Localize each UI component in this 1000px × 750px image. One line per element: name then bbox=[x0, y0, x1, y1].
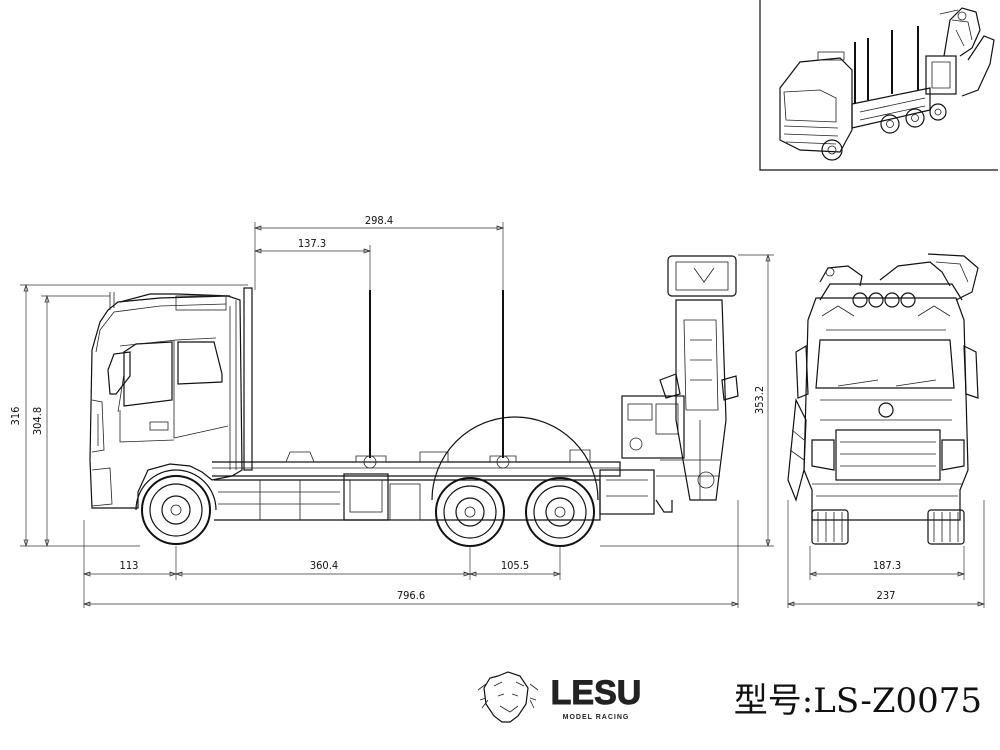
brand-logo-text: LESU bbox=[551, 674, 642, 712]
brand-logo-subtext: MODEL RACING bbox=[563, 714, 630, 721]
front-view-truck bbox=[787, 253, 979, 545]
side-view-truck bbox=[89, 255, 739, 547]
dim-height-crane: 353.2 bbox=[753, 386, 766, 414]
dim-front-overhang: 113 bbox=[120, 559, 139, 572]
dim-pole-span: 298.4 bbox=[365, 214, 393, 227]
dim-height-total: 316 bbox=[9, 407, 22, 426]
brand-block: LESU MODEL RACING 型号:LS-Z0075 bbox=[477, 671, 982, 723]
model-label: 型号:LS-Z0075 bbox=[734, 681, 982, 721]
dim-pole-to-pole: 137.3 bbox=[298, 237, 326, 250]
dim-height-cab: 304.8 bbox=[31, 407, 44, 435]
dim-length-total: 796.6 bbox=[397, 589, 425, 602]
lion-logo bbox=[477, 671, 539, 723]
perspective-inset bbox=[759, 0, 998, 171]
dim-axle-spacing: 105.5 bbox=[501, 559, 529, 572]
inset-frame bbox=[759, 0, 998, 171]
dim-wheelbase: 360.4 bbox=[310, 559, 338, 572]
dimension-lines bbox=[20, 222, 986, 608]
dim-width-total: 237 bbox=[877, 589, 896, 602]
perspective-truck bbox=[779, 7, 995, 161]
dim-track-width: 187.3 bbox=[873, 559, 901, 572]
dimension-labels: 298.4 137.3 316 304.8 353.2 113 360.4 10… bbox=[9, 214, 901, 602]
